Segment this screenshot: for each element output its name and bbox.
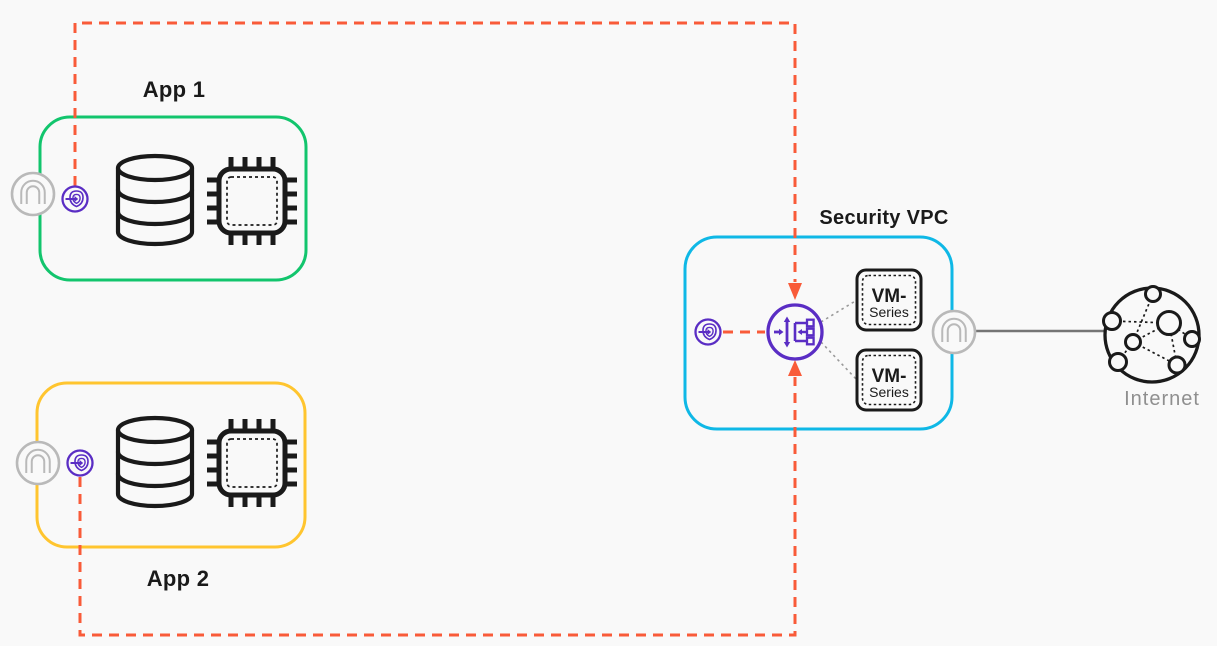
connector-gwlb-to-vm2 — [820, 341, 858, 381]
app2-label: App 2 — [147, 566, 210, 591]
database-icon — [118, 418, 192, 506]
cpu-chip-icon — [207, 419, 297, 507]
vm-series-1-line1: VM- — [872, 286, 907, 307]
cpu-chip-icon — [207, 157, 297, 245]
vm-series-firewall-2: VM- Series — [855, 348, 923, 412]
flow-app2-to-gwlb — [78, 377, 797, 637]
database-icon — [118, 156, 192, 244]
vm-series-2-line2: Series — [869, 384, 909, 400]
network-interface-icon — [12, 173, 54, 215]
vm-series-2-line1: VM- — [872, 366, 907, 387]
gwlb-endpoint-icon — [61, 185, 89, 213]
network-interface-icon — [933, 311, 975, 353]
vm-series-firewall-1: VM- Series — [855, 268, 923, 332]
gwlb-endpoint-icon — [66, 449, 94, 477]
flow-arrow-up-icon — [788, 360, 802, 376]
gwlb-endpoint-icon — [694, 318, 722, 346]
app1-label: App 1 — [143, 77, 206, 102]
connector-gwlb-to-vm1 — [820, 299, 858, 323]
security-vpc-label: Security VPC — [819, 207, 948, 229]
vm-series-1-line2: Series — [869, 304, 909, 320]
internet-icon — [1101, 284, 1202, 384]
network-interface-icon — [17, 442, 59, 484]
flow-app1-to-gwlb — [73, 21, 797, 282]
gateway-load-balancer-icon — [766, 303, 824, 361]
internet-label: Internet — [1124, 388, 1200, 410]
flow-arrow-down-icon — [788, 283, 802, 300]
